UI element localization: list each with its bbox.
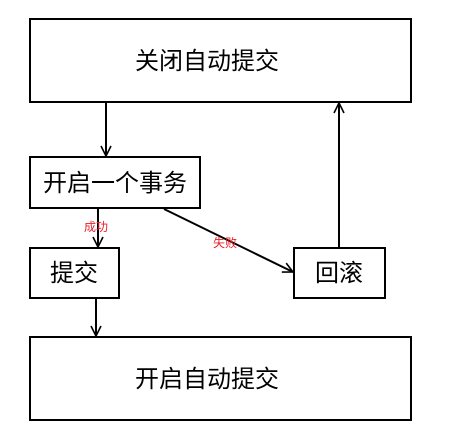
arrow-begin-to-rollback: [163, 208, 293, 272]
node-disable-autocommit-label: 关闭自动提交: [135, 47, 279, 75]
node-commit-box: [29, 247, 120, 299]
node-enable-autocommit-box: [29, 336, 412, 421]
node-rollback: 回滚: [293, 247, 386, 299]
node-enable-autocommit: 开启自动提交: [29, 336, 412, 421]
node-begin-transaction-label: 开启一个事务: [43, 169, 187, 197]
node-commit: 提交: [29, 247, 120, 299]
node-enable-autocommit-label: 开启自动提交: [135, 365, 279, 393]
edge-label-failure: 失败: [213, 235, 237, 250]
node-begin-transaction-box: [29, 156, 201, 209]
node-begin-transaction: 开启一个事务: [29, 156, 201, 209]
node-rollback-label: 回滚: [315, 259, 363, 287]
edge-label-success: 成功: [84, 220, 108, 234]
node-rollback-box: [293, 247, 386, 299]
node-commit-label: 提交: [50, 259, 98, 287]
node-disable-autocommit-box: [29, 18, 412, 103]
node-disable-autocommit: 关闭自动提交: [29, 18, 412, 103]
